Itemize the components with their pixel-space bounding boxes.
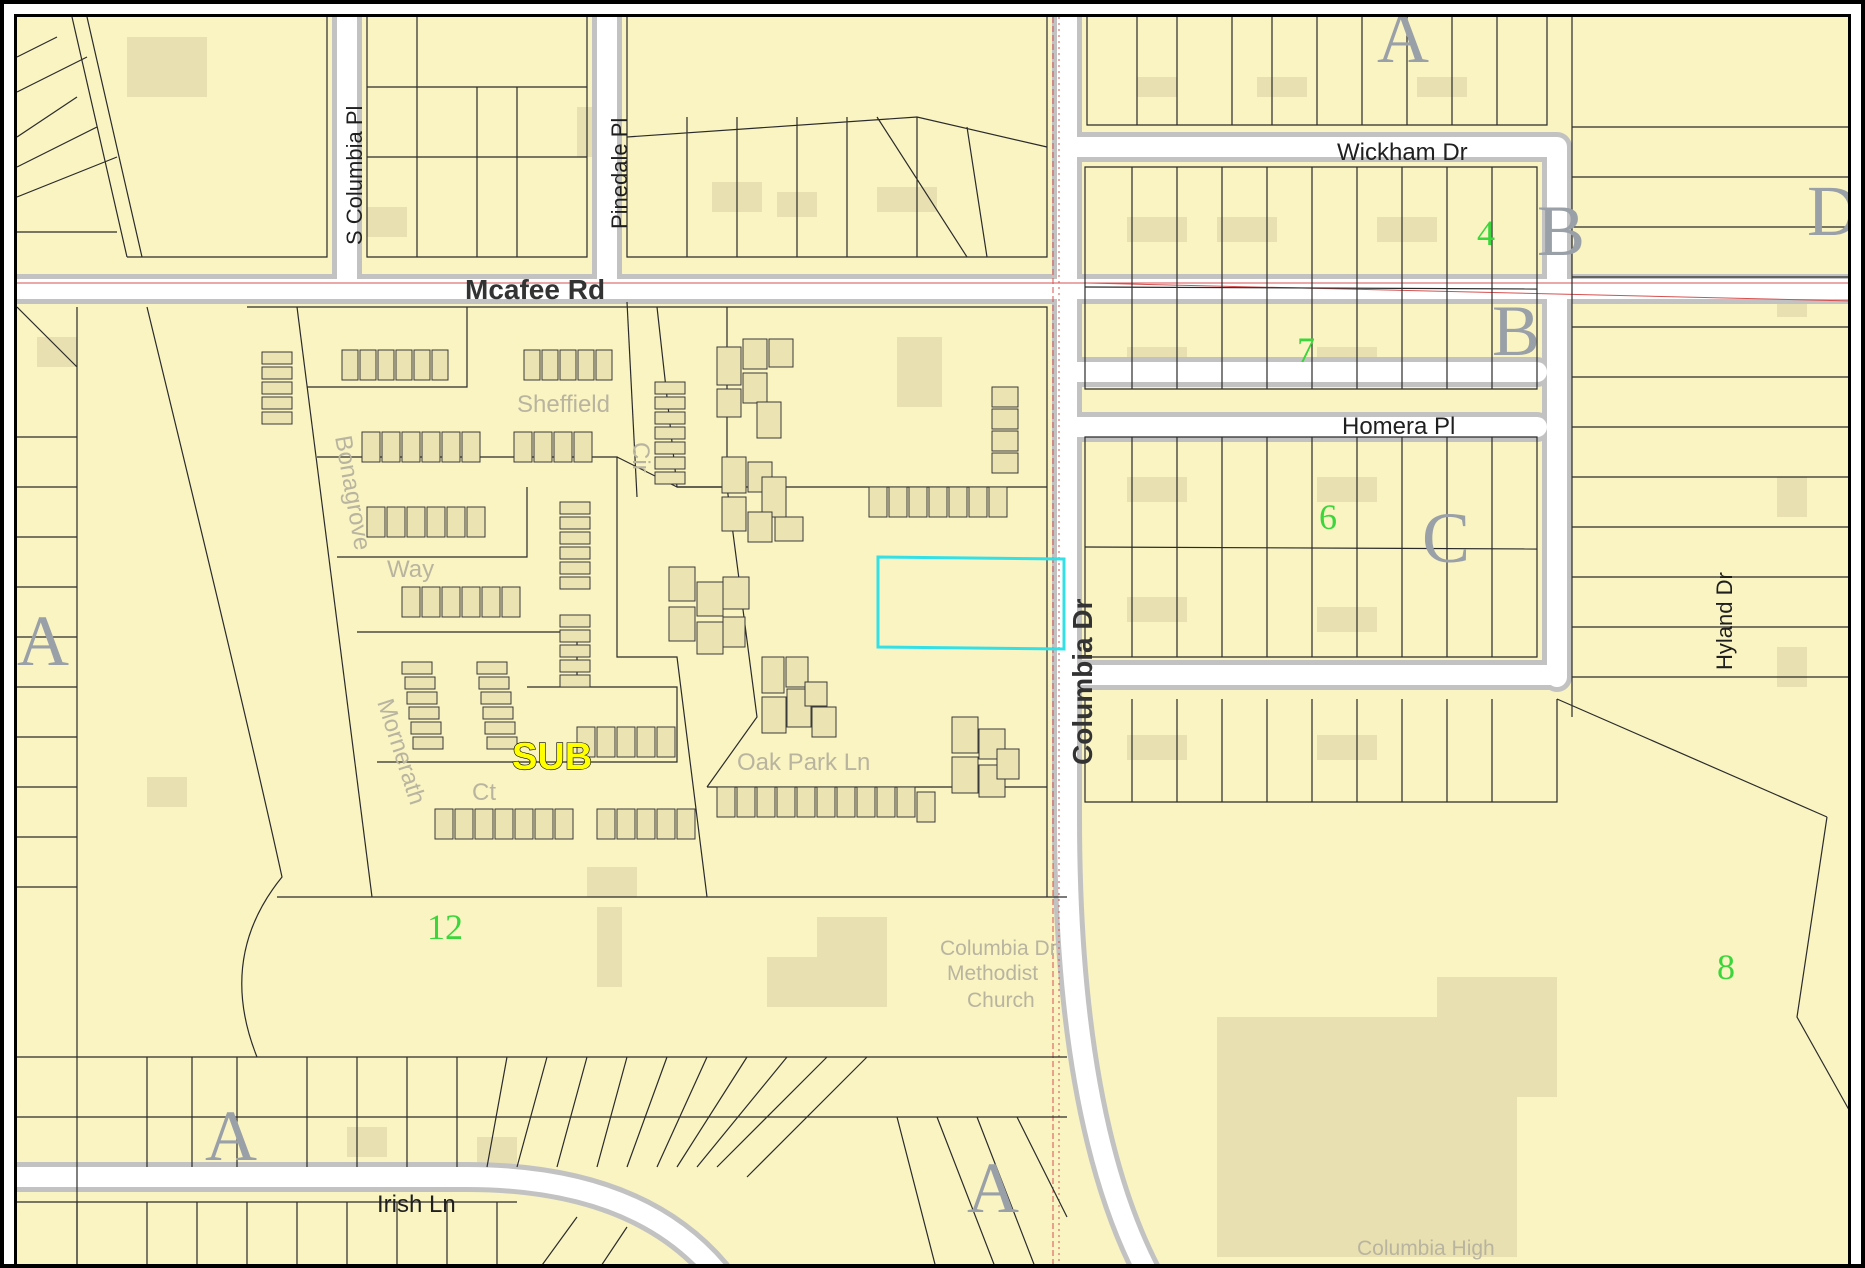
label-12: 12 (427, 907, 463, 947)
townhouse-units (261, 338, 1020, 840)
label-6: 6 (1319, 497, 1337, 537)
zone-a-top: A (1377, 17, 1429, 78)
label-7: 7 (1297, 330, 1315, 370)
zone-c: C (1422, 498, 1470, 578)
map-viewport[interactable]: A B B C D A A A 4 7 6 12 8 SUB Mcafee Rd… (14, 14, 1851, 1264)
church-name-line2: Methodist (947, 962, 1038, 985)
zone-b-lower: B (1492, 291, 1540, 371)
street-cir: Cir (627, 442, 654, 473)
street-oak-park-ln: Oak Park Ln (737, 749, 870, 776)
church-name-line3: Church (967, 989, 1035, 1012)
building-footprints (37, 37, 1807, 1257)
sub-label: SUB (512, 736, 592, 778)
zone-d-edge: D (1807, 171, 1851, 251)
label-8: 8 (1717, 947, 1735, 987)
street-irish-ln: Irish Ln (377, 1191, 456, 1218)
road-network (17, 17, 1848, 1264)
street-s-columbia-pl: S Columbia Pl (342, 106, 367, 245)
church-name-line1: Columbia Dr (940, 937, 1057, 960)
street-sheffield: Sheffield (517, 391, 610, 418)
street-wickham-dr: Wickham Dr (1337, 139, 1468, 166)
selected-parcel-highlight[interactable] (876, 555, 1066, 651)
school-name: Columbia High (1357, 1237, 1495, 1260)
street-way: Way (387, 556, 434, 583)
zone-b-upper: B (1537, 191, 1585, 271)
zone-a-left: A (17, 601, 69, 681)
street-pinedale-pl: Pinedale Pl (607, 118, 632, 229)
street-hyland-dr: Hyland Dr (1712, 572, 1737, 670)
street-homera-pl: Homera Pl (1342, 413, 1455, 440)
boundary-lines (17, 17, 1848, 1264)
street-ct: Ct (472, 779, 496, 806)
street-mcafee-rd: Mcafee Rd (465, 274, 605, 305)
zone-a-bottom-mid: A (967, 1148, 1019, 1228)
zone-a-bottom-left: A (205, 1096, 257, 1176)
street-columbia-dr: Columbia Dr (1067, 598, 1098, 765)
map-canvas[interactable]: A B B C D A A A 4 7 6 12 8 SUB Mcafee Rd… (17, 17, 1851, 1264)
label-4: 4 (1477, 213, 1495, 253)
